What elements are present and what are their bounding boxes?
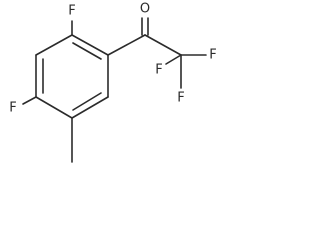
ring-double-bond-inner [72,92,102,111]
bond-carbonyl-to-cf3 [144,34,182,56]
bond-ring-to-carbonyl [107,34,146,56]
fluorine-cf3-left-label: F [155,63,162,78]
oxygen-label: O [140,2,150,17]
ring-bond [71,34,109,56]
ring-bond [35,96,73,119]
fluorine-ring-top-label: F [68,4,75,19]
benzene-ring [35,34,109,119]
bond-cf3-to-fluorine-left [165,54,182,65]
ring-bond [35,34,73,56]
fluorine-cf3-bottom-label: F [177,91,184,106]
chemical-structure: F F O F F F [9,2,217,163]
ring-bond [71,96,109,119]
ring-double-bond-inner [72,42,102,60]
bond-ring-to-fluorine-left [22,96,37,105]
fluorine-ring-left-label: F [9,101,16,116]
fluorine-cf3-right-label: F [209,48,216,63]
